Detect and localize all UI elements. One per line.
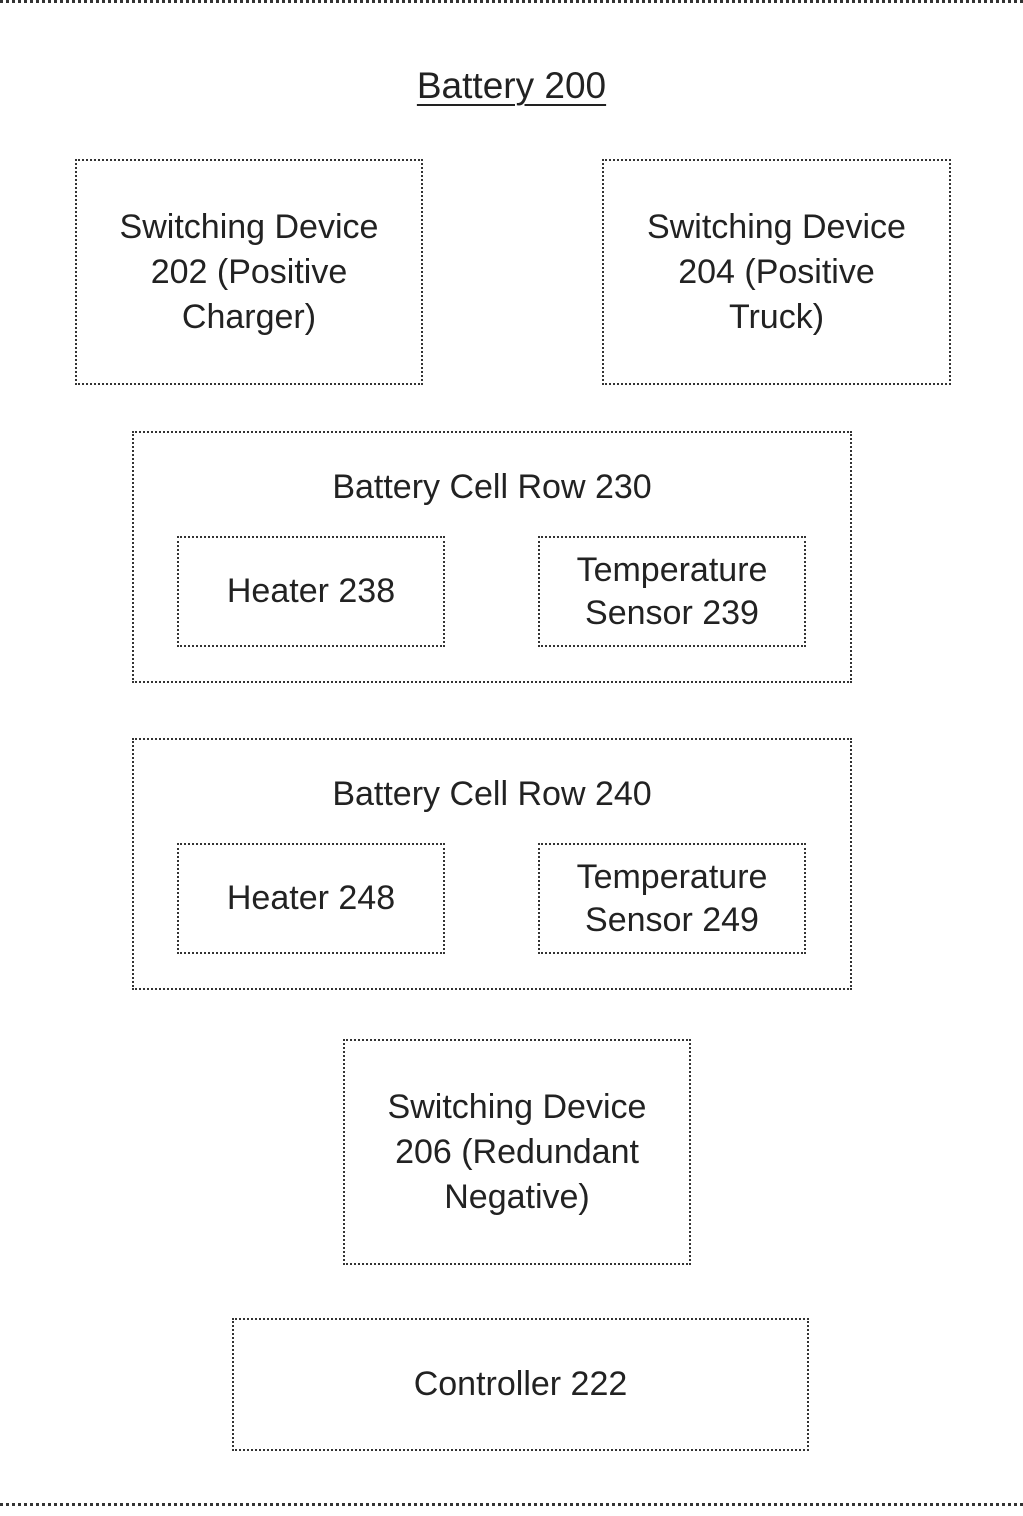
temperature-sensor-239-box: Temperature Sensor 239 [538, 536, 806, 647]
battery-cell-row-240-label: Battery Cell Row 240 [134, 772, 850, 817]
battery-cell-row-230-label: Battery Cell Row 230 [134, 465, 850, 510]
temperature-sensor-249-box: Temperature Sensor 249 [538, 843, 806, 954]
switching-device-204-box: Switching Device 204 (Positive Truck) [602, 159, 951, 385]
switching-device-206-label: Switching Device 206 (Redundant Negative… [362, 1085, 672, 1220]
switching-device-202-label: Switching Device 202 (Positive Charger) [99, 205, 399, 340]
heater-238-box: Heater 238 [177, 536, 445, 647]
temperature-sensor-249-label: Temperature Sensor 249 [557, 856, 787, 942]
controller-222-label: Controller 222 [414, 1362, 628, 1407]
heater-248-box: Heater 248 [177, 843, 445, 954]
switching-device-206-box: Switching Device 206 (Redundant Negative… [343, 1039, 691, 1265]
battery-cell-row-230-box: Battery Cell Row 230 Heater 238 Temperat… [132, 431, 852, 683]
controller-222-box: Controller 222 [232, 1318, 809, 1451]
heater-238-label: Heater 238 [227, 570, 395, 613]
diagram-title: Battery 200 [0, 62, 1023, 110]
temperature-sensor-239-label: Temperature Sensor 239 [557, 549, 787, 635]
switching-device-204-label: Switching Device 204 (Positive Truck) [627, 205, 927, 340]
diagram-title-text: Battery 200 [417, 65, 606, 106]
bottom-border-line [0, 1503, 1023, 1506]
top-border-line [0, 0, 1023, 3]
battery-cell-row-240-box: Battery Cell Row 240 Heater 248 Temperat… [132, 738, 852, 990]
switching-device-202-box: Switching Device 202 (Positive Charger) [75, 159, 423, 385]
heater-248-label: Heater 248 [227, 877, 395, 920]
